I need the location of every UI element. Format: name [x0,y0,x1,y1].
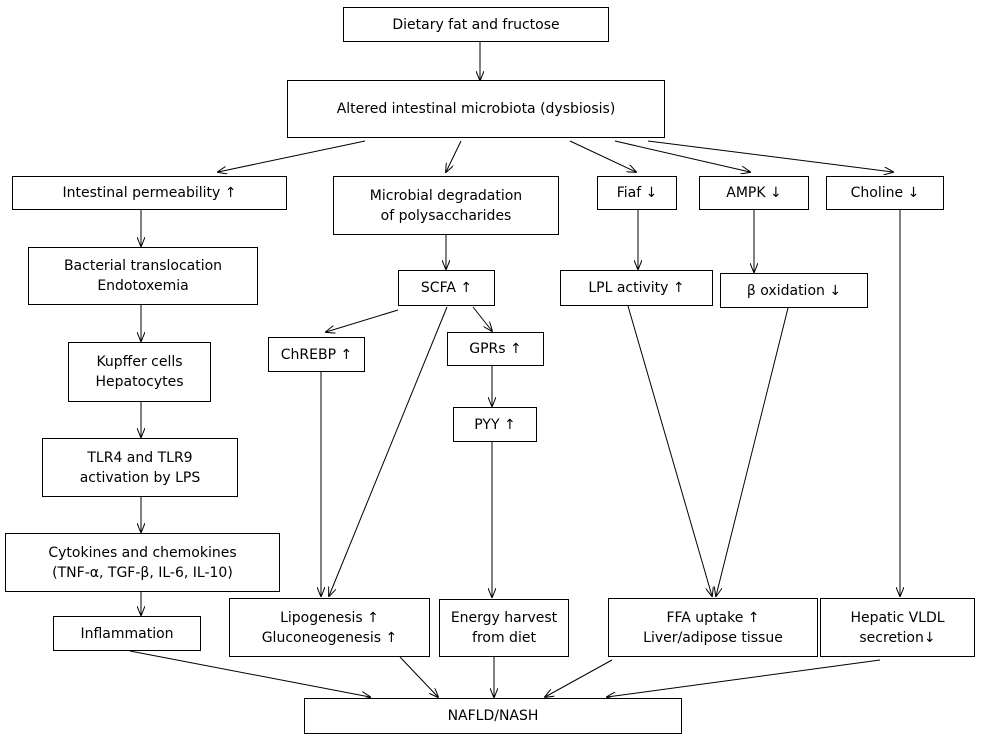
node-hepatic-vldl: Hepatic VLDL secretion↓ [820,598,975,657]
node-lipogenesis-gluconeogenesis: Lipogenesis ↑ Gluconeogenesis ↑ [229,598,430,657]
arrow-dysbiosis-to-fiaf [569,140,636,172]
node-label: Energy harvest [450,610,558,626]
node-beta-oxidation: β oxidation ↓ [720,273,868,308]
node-gprs: GPRs ↑ [447,332,544,366]
node-ffa-uptake: FFA uptake ↑ Liver/adipose tissue [608,598,818,657]
node-ampk: AMPK ↓ [699,176,809,210]
arrow-ffa-to-nafld [545,659,613,697]
node-label: Choline ↓ [850,185,920,201]
arrow-scfa-to-lipogenesis [329,306,448,596]
node-label: Fiaf ↓ [616,185,658,201]
node-label: Hepatocytes [95,374,184,390]
node-kupffer-hepatocytes: Kupffer cells Hepatocytes [68,342,211,402]
node-label: (TNF-α, TGF-β, IL-6, IL-10) [52,564,233,581]
node-nafld-nash: NAFLD/NASH [304,698,682,734]
node-dysbiosis: Altered intestinal microbiota (dysbiosis… [287,80,665,138]
node-label: SCFA ↑ [420,280,473,296]
node-scfa: SCFA ↑ [398,270,495,306]
node-label: Gluconeogenesis ↑ [261,629,398,646]
node-lpl-activity: LPL activity ↑ [560,270,713,306]
node-label: Intestinal permeability ↑ [62,185,237,201]
node-label: Bacterial translocation [63,258,223,274]
arrow-lpl-to-ffa [627,305,712,596]
node-label: PYY ↑ [474,416,516,433]
node-label: LPL activity ↑ [588,280,685,296]
node-inflammation: Inflammation [53,616,201,651]
node-dietary-fat-fructose: Dietary fat and fructose [343,7,609,42]
node-label: Dietary fat and fructose [392,16,560,33]
node-label: Inflammation [80,625,174,642]
node-bacterial-translocation: Bacterial translocation Endotoxemia [28,247,258,305]
node-label: from diet [472,630,536,646]
node-tlr-activation: TLR4 and TLR9 activation by LPS [42,438,238,497]
node-pyy: PYY ↑ [453,407,537,442]
node-label: TLR4 and TLR9 [87,449,193,466]
node-microbial-degradation: Microbial degradation of polysaccharides [333,176,559,235]
node-label: of polysaccharides [380,207,512,224]
arrow-dysbiosis-to-microbial-degradation [446,140,462,172]
node-choline: Choline ↓ [826,176,944,210]
arrow-scfa-to-gprs [472,306,492,331]
arrow-scfa-to-chrebp [326,309,399,332]
node-label: Cytokines and chemokines [48,544,237,561]
node-label: Kupffer cells [96,354,183,370]
node-label: Altered intestinal microbiota (dysbiosis… [336,101,616,117]
arrow-dysbiosis-to-ampk [614,140,750,172]
node-intestinal-permeability: Intestinal permeability ↑ [12,176,287,210]
arrow-beta-oxidation-to-ffa [716,307,789,596]
node-label: Lipogenesis ↑ [280,609,379,626]
node-label: AMPK ↓ [726,185,782,201]
arrow-inflammation-to-nafld [129,650,370,697]
node-label: Hepatic VLDL [850,609,945,626]
arrow-lipogenesis-to-nafld [399,656,438,697]
node-label: FFA uptake ↑ [666,609,760,626]
node-label: NAFLD/NASH [447,708,539,724]
node-label: Endotoxemia [97,278,189,294]
node-fiaf: Fiaf ↓ [597,176,677,210]
node-energy-harvest: Energy harvest from diet [439,599,569,657]
node-label: ChREBP ↑ [280,346,353,363]
arrow-dysbiosis-to-permeability [218,140,366,172]
node-label: GPRs ↑ [469,341,522,357]
node-chrebp: ChREBP ↑ [268,337,365,372]
node-label: Microbial degradation [369,187,523,204]
node-label: β oxidation ↓ [746,282,842,299]
node-label: secretion↓ [859,629,936,646]
node-label: activation by LPS [79,469,201,486]
node-label: Liver/adipose tissue [643,629,783,646]
arrow-vldl-to-nafld [607,659,881,697]
arrow-dysbiosis-to-choline [647,140,893,172]
node-cytokines-chemokines: Cytokines and chemokines (TNF-α, TGF-β, … [5,533,280,592]
